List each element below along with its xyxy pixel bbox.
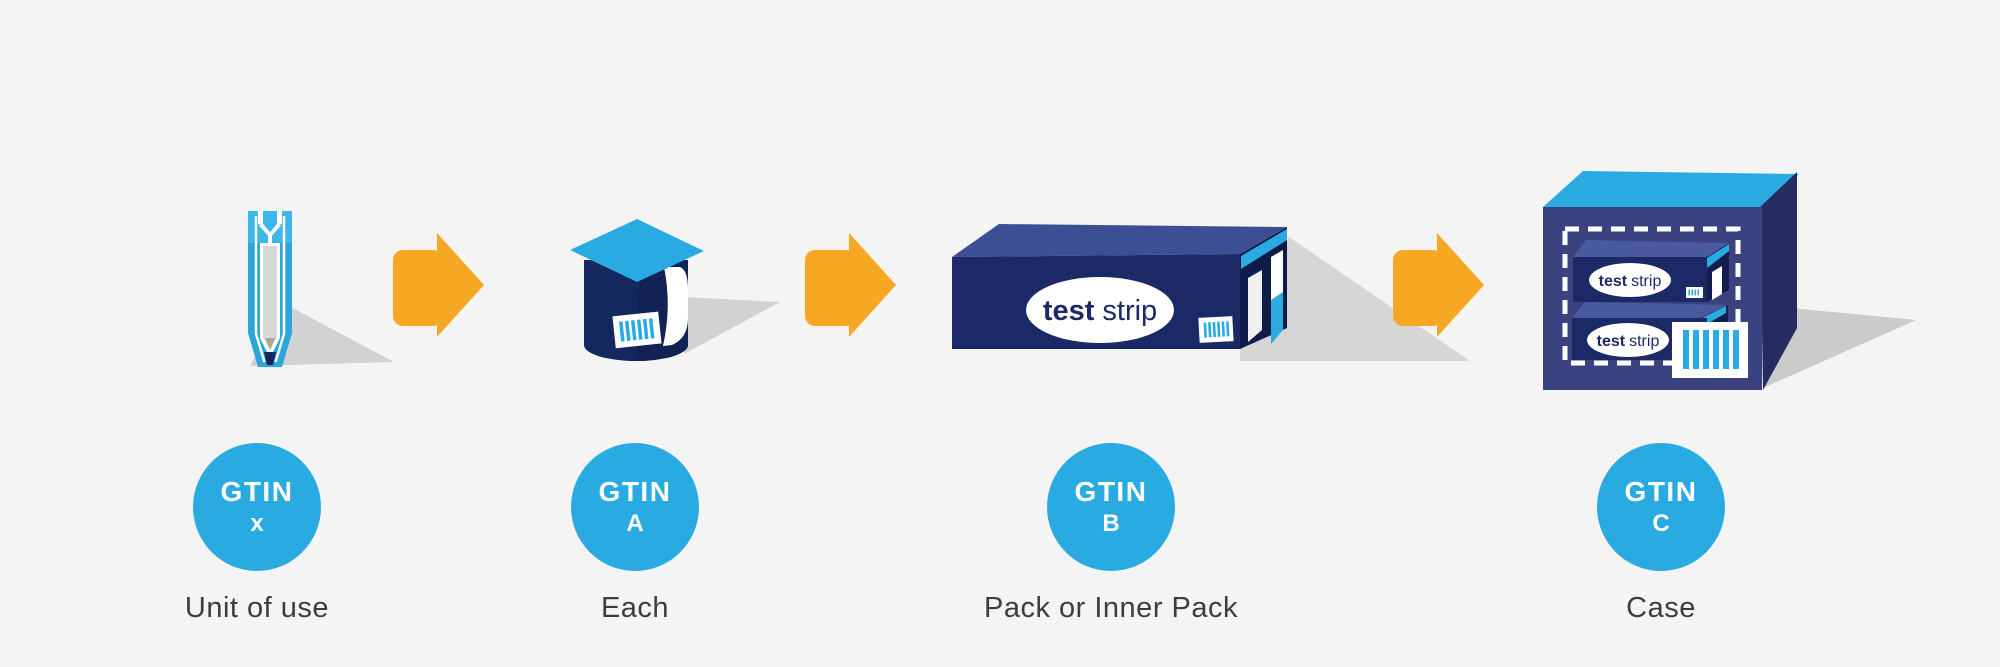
gtin-a-badge: GTIN A: [571, 443, 699, 571]
gtin-b-badge: GTIN B: [1047, 443, 1175, 571]
stage-unit-of-use: GTIN x Unit of use: [107, 443, 407, 625]
vial-cap: [570, 219, 704, 282]
stage-label-case: Case: [1626, 592, 1696, 624]
gtin-badge-line1: GTIN: [1074, 475, 1148, 507]
stage-each: GTIN A Each: [485, 443, 785, 625]
gtin-x-badge: GTIN x: [193, 443, 321, 571]
case-barcode: [1672, 322, 1748, 378]
gtin-badge-line1: GTIN: [598, 475, 672, 507]
vial-label: [663, 267, 688, 346]
pack-shadow: [1240, 237, 1470, 361]
arrow-icon-3: [1393, 233, 1484, 337]
arrow-icon-1: [393, 233, 484, 337]
gtin-badge-line2: B: [1102, 509, 1120, 537]
stage-label-pack-or-inner-pack: Pack or Inner Pack: [984, 592, 1238, 624]
arrow-icon-2: [805, 233, 896, 337]
stage-label-each: Each: [600, 592, 670, 624]
pack-barcode: [1198, 316, 1234, 343]
gtin-c-badge: GTIN C: [1597, 443, 1725, 571]
vial-barcode: [612, 311, 662, 349]
stage-label-unit-of-use: Unit of use: [184, 592, 330, 624]
stage-pack-or-inner-pack: GTIN B Pack or Inner Pack: [961, 443, 1261, 625]
gtin-badge-line2: C: [1652, 509, 1670, 537]
gtin-badge-line2: x: [250, 509, 264, 537]
gtin-badge-line1: GTIN: [1624, 475, 1698, 507]
stage-case: GTIN C Case: [1511, 443, 1811, 625]
pack-product-label-oval: [1026, 277, 1174, 343]
case-dashed-outline: [1562, 226, 1741, 366]
vial-shadow: [684, 297, 780, 354]
test-strip-icon: [248, 211, 292, 367]
gtin-badge-line1: GTIN: [220, 475, 294, 507]
case-shadow: [1763, 308, 1916, 388]
gtin-badge-line2: A: [626, 509, 644, 537]
each-vial-icon: [570, 219, 704, 361]
